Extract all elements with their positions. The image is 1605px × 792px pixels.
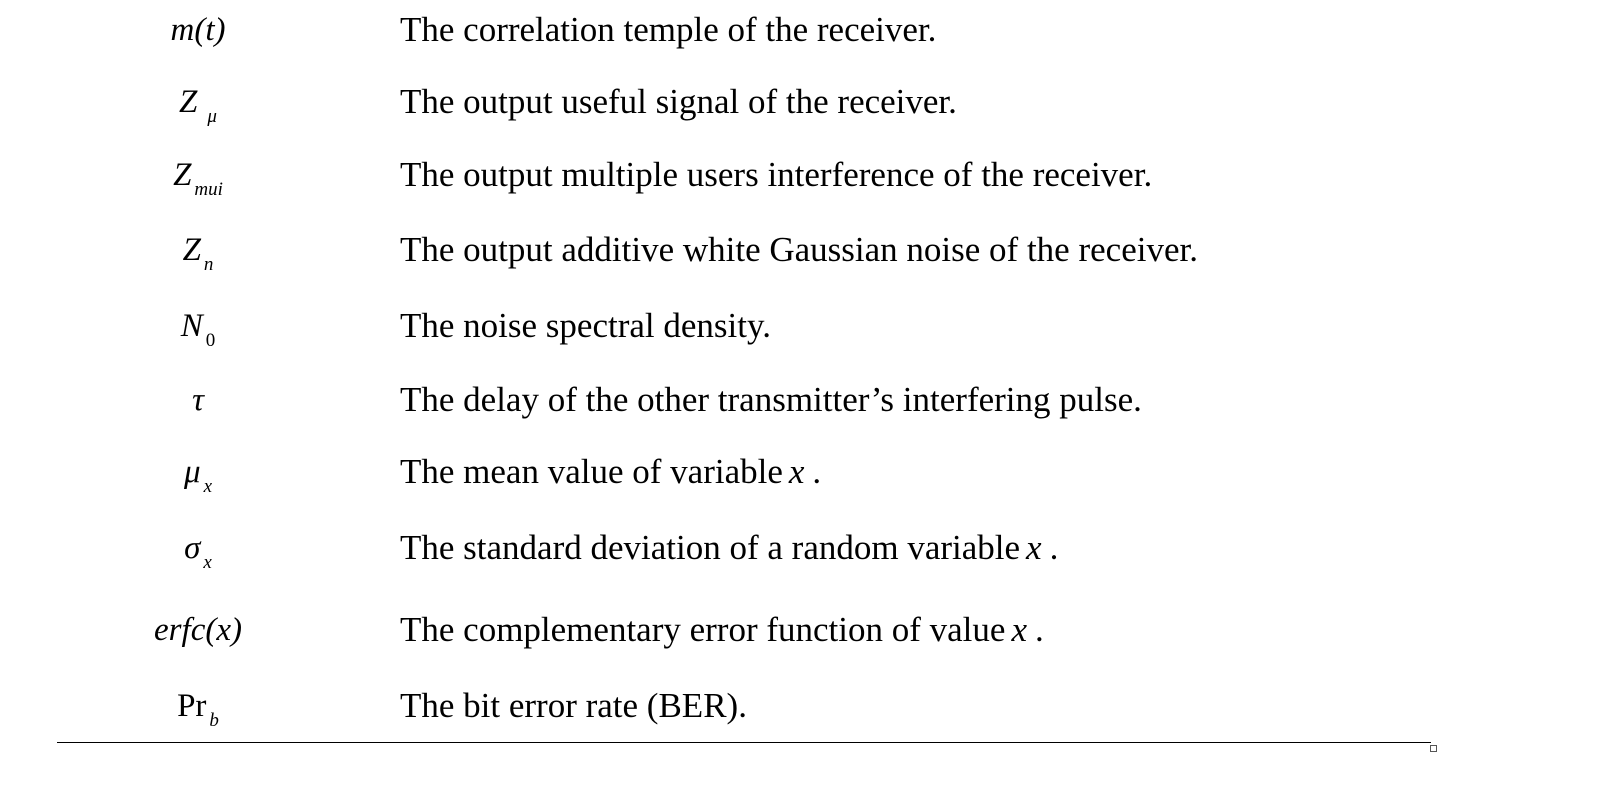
symbol-subscript: μ xyxy=(207,106,217,127)
symbol-subscript: n xyxy=(203,254,214,275)
symbol-subscript: mui xyxy=(194,179,223,200)
symbol-subscript: x xyxy=(203,476,212,497)
description-cell: The output additive white Gaussian noise… xyxy=(400,220,1198,280)
description-cell: The bit error rate (BER). xyxy=(400,676,747,736)
symbol-cell: τ xyxy=(88,370,308,430)
symbol: Z xyxy=(182,232,201,268)
table-resize-handle[interactable] xyxy=(1430,745,1437,752)
symbol-cell: m(t) xyxy=(88,0,308,60)
variable: x xyxy=(788,452,805,491)
description: The delay of the other transmitter’s int… xyxy=(400,380,1142,419)
variable: x xyxy=(1026,528,1042,567)
symbol-subscript: 0 xyxy=(205,330,216,351)
symbol-subscript: x xyxy=(203,552,212,573)
table-bottom-rule xyxy=(57,742,1431,743)
symbol: Z xyxy=(179,84,198,120)
description: The output additive white Gaussian noise… xyxy=(400,230,1198,269)
description-cell: The complementary error function of valu… xyxy=(400,600,1044,660)
symbol: τ xyxy=(192,382,204,418)
description: The output multiple users interference o… xyxy=(400,155,1153,194)
description: The complementary error function of valu… xyxy=(400,610,1006,649)
symbol-cell: erfc(x) xyxy=(88,600,308,660)
table-row: τ The delay of the other transmitter’s i… xyxy=(0,370,1500,430)
symbol: m(t) xyxy=(170,12,226,48)
description-cell: The correlation temple of the receiver. xyxy=(400,0,936,60)
symbol: σ xyxy=(184,530,201,566)
description-cell: The standard deviation of a random varia… xyxy=(400,518,1058,578)
description-cell: The noise spectral density. xyxy=(400,296,771,356)
table-row: m(t) The correlation temple of the recei… xyxy=(0,0,1500,60)
variable: x xyxy=(1011,610,1027,649)
description-tail: . xyxy=(1035,610,1044,649)
symbol: μ xyxy=(183,454,201,490)
description: The bit error rate (BER). xyxy=(400,686,747,725)
description-cell: The delay of the other transmitter’s int… xyxy=(400,370,1142,430)
description-cell: The output useful signal of the receiver… xyxy=(400,72,957,132)
description: The correlation temple of the receiver. xyxy=(400,10,937,49)
description-tail: . xyxy=(812,452,822,491)
description: The standard deviation of a random varia… xyxy=(400,528,1021,567)
symbol: Pr xyxy=(177,688,207,724)
description-tail: . xyxy=(1049,528,1059,567)
symbol: erfc(x) xyxy=(154,612,242,648)
symbol: N xyxy=(180,308,203,344)
description-cell: The output multiple users interference o… xyxy=(400,145,1152,205)
table-row: erfc(x) The complementary error function… xyxy=(0,600,1500,660)
description: The noise spectral density. xyxy=(400,306,771,345)
symbol: Z xyxy=(173,157,192,193)
symbol-subscript: b xyxy=(209,710,219,731)
description: The output useful signal of the receiver… xyxy=(400,82,957,121)
description: The mean value of variable xyxy=(400,452,783,491)
